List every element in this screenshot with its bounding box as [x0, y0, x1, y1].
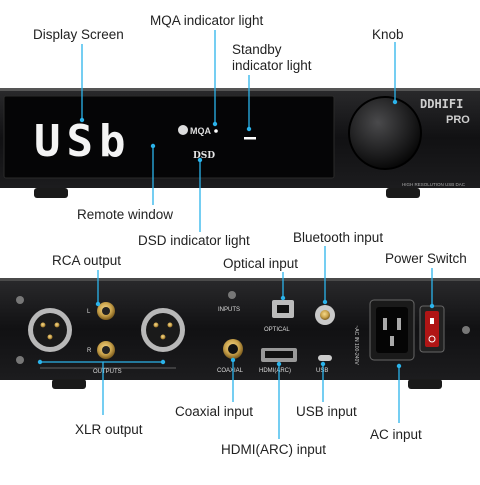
- display-glass: [3, 95, 335, 179]
- screw-icon: [462, 326, 470, 334]
- bluetooth-antenna-jack[interactable]: [315, 305, 335, 325]
- mqa-badge-text: MQA: [190, 126, 211, 136]
- outputs-tag: OUTPUTS: [93, 369, 122, 375]
- rear-foot-left: [52, 379, 86, 389]
- label-usb-input: USB input: [296, 404, 357, 419]
- label-power-switch: Power Switch: [385, 251, 467, 266]
- front-panel: USb MQA DSD – DDHIFI PRO HIGH RESOLUTION…: [0, 88, 480, 198]
- callout-lines: [37, 30, 435, 439]
- display-screen: USb: [34, 116, 131, 167]
- xlr-output-left[interactable]: [28, 308, 72, 352]
- rear-panel: L R OUTPUTS COAXIAL INPUTS OPTICAL HDMI(…: [0, 278, 480, 389]
- screw-icon: [228, 291, 236, 299]
- coaxial-tag: COAXIAL: [217, 368, 244, 374]
- mqa-logo-icon: [178, 125, 188, 135]
- inputs-tag: INPUTS: [218, 307, 240, 313]
- optical-input-jack[interactable]: [272, 300, 294, 318]
- rear-foot-right: [408, 379, 442, 389]
- ac-voltage-tag: ~AC IN 100-240V: [353, 325, 359, 365]
- label-remote-window: Remote window: [77, 207, 174, 222]
- left-channel-mark: L: [87, 309, 91, 315]
- rca-output-right[interactable]: [97, 341, 115, 359]
- label-coaxial-input: Coaxial input: [175, 404, 254, 419]
- label-bluetooth-input: Bluetooth input: [293, 230, 384, 245]
- usb-input-jack[interactable]: [318, 355, 332, 361]
- power-switch[interactable]: [419, 305, 445, 353]
- screw-icon: [16, 296, 24, 304]
- front-foot-left: [34, 188, 68, 198]
- brand-model: PRO: [446, 114, 470, 126]
- front-tagline: HIGH RESOLUTION USB DAC: [402, 182, 466, 187]
- label-ac-input: AC input: [370, 427, 422, 442]
- rca-output-left[interactable]: [97, 302, 115, 320]
- standby-indicator: [244, 137, 256, 140]
- hdmi-tag: HDMI(ARC): [259, 368, 291, 374]
- mqa-indicator-dot: [214, 129, 218, 133]
- screw-icon: [16, 356, 24, 364]
- label-dsd-indicator: DSD indicator light: [138, 233, 250, 248]
- front-foot-right: [386, 188, 420, 198]
- coaxial-input-jack[interactable]: [223, 339, 243, 359]
- label-mqa-indicator: MQA indicator light: [150, 13, 264, 28]
- right-channel-mark: R: [87, 348, 92, 354]
- display-readout: USb: [34, 116, 131, 167]
- label-rca-output: RCA output: [52, 253, 122, 268]
- label-knob: Knob: [372, 27, 404, 42]
- ac-power-inlet[interactable]: [369, 299, 415, 361]
- label-standby-indicator-line1: Standby: [232, 42, 282, 57]
- front-top-edge: [0, 88, 480, 91]
- label-xlr-output: XLR output: [75, 422, 143, 437]
- label-display-screen: Display Screen: [33, 27, 124, 42]
- label-standby-indicator-line2: indicator light: [232, 58, 312, 73]
- usb-tag: USB: [316, 368, 328, 374]
- label-hdmi-input: HDMI(ARC) input: [221, 442, 327, 457]
- label-optical-input: Optical input: [223, 256, 299, 271]
- xlr-output-right[interactable]: [141, 308, 185, 352]
- volume-knob[interactable]: [350, 98, 420, 168]
- mqa-badge: MQA: [178, 125, 218, 136]
- rear-top-edge: [0, 278, 480, 281]
- dsd-badge: DSD: [193, 151, 215, 161]
- brand-logo: DDHIFI: [420, 97, 463, 111]
- hdmi-arc-jack[interactable]: [261, 348, 297, 362]
- optical-tag: OPTICAL: [264, 327, 290, 333]
